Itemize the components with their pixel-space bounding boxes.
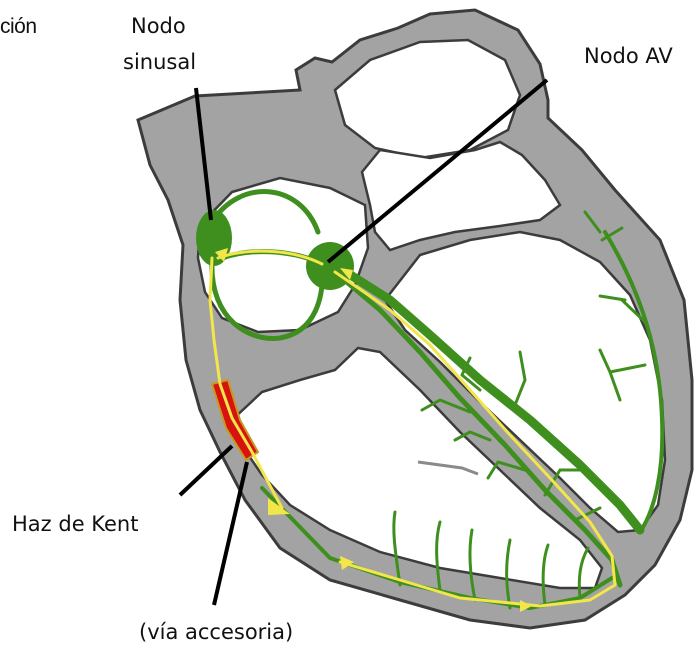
leader-accessory-pathway: [214, 462, 247, 605]
title-fragment: ción: [0, 14, 37, 39]
av-node: [306, 242, 354, 290]
av-node-label: Nodo AV: [584, 44, 673, 69]
sa-node-label-line1: Nodo: [131, 14, 186, 39]
sa-node: [196, 210, 232, 266]
kent-bundle-label: Haz de Kent: [12, 512, 138, 537]
sa-node-label-line2: sinusal: [123, 50, 196, 75]
leader-kent-bundle: [180, 446, 232, 495]
accessory-pathway-label: (vía accesoria): [139, 620, 293, 645]
